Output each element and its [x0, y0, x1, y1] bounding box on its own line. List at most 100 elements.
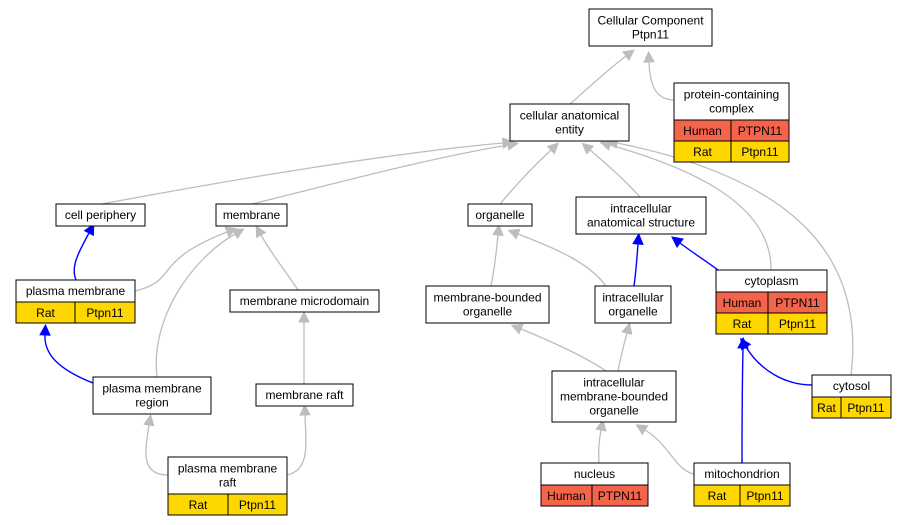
arrowhead-organelle-to-cae	[546, 142, 560, 155]
node-label-line: protein-containing	[684, 88, 779, 102]
node-label-line: mitochondrion	[704, 467, 779, 481]
node-label-line: Cellular Component	[597, 14, 704, 28]
go-term-membrane-raft[interactable]: membrane raft	[255, 383, 354, 407]
node-label-line: anatomical structure	[587, 216, 695, 230]
gene-label: Ptpn11	[746, 489, 783, 503]
gene-label: Ptpn11	[239, 498, 276, 512]
go-term-organelle[interactable]: organelle	[467, 203, 533, 227]
edge-imbo-to-io	[617, 332, 628, 372]
node-label-line: membrane raft	[265, 388, 344, 402]
edge-pmraft-to-pmr	[145, 424, 169, 476]
species-label: Rat	[708, 489, 727, 503]
gene-label: Ptpn11	[779, 317, 816, 331]
edge-mitochondrion-to-cytoplasm	[741, 347, 744, 464]
node-label-line: membrane-bounded	[560, 390, 668, 404]
arrowhead-membrane_raft-to-membrane_microdomain	[298, 310, 310, 323]
arrowhead-ias-to-cae	[581, 142, 595, 155]
node-box	[215, 203, 288, 227]
node-box	[55, 203, 146, 227]
node-label-line: organelle	[608, 305, 658, 319]
species-label: Human	[723, 296, 762, 310]
edge-cytosol-to-cytoplasm	[745, 346, 813, 386]
node-label-line: plasma membrane	[178, 462, 278, 476]
arrowhead-mitochondrion-to-imbo	[635, 424, 649, 436]
edge-pmr-to-membrane	[155, 233, 236, 378]
go-term-cell-periphery[interactable]: cell periphery	[55, 203, 146, 227]
arrowhead-cytoplasm-to-ias	[671, 236, 684, 248]
gene-label: Ptpn11	[86, 306, 123, 320]
arrowhead-membrane-to-cae	[506, 139, 520, 151]
node-label-line: membrane microdomain	[240, 294, 369, 308]
arrowhead-io-to-ias	[632, 232, 644, 245]
edge-cytosol-to-cae	[616, 142, 854, 376]
arrowhead-membrane_microdomain-to-membrane	[255, 225, 267, 239]
node-label-line: intracellular	[583, 376, 644, 390]
arrowhead-imbo-to-mbo	[510, 323, 524, 335]
node-box	[588, 8, 713, 47]
arrowhead-cae-to-root	[622, 49, 635, 61]
species-label: Rat	[817, 401, 836, 415]
edge-pmraft-to-membrane_raft	[286, 414, 307, 476]
edge-protein_complex-to-root	[648, 61, 676, 101]
edge-imbo-to-mbo	[520, 328, 607, 372]
gene-label: Ptpn11	[741, 145, 778, 159]
node-label-line: organelle	[463, 305, 513, 319]
node-box	[509, 103, 630, 142]
edge-cytoplasm-to-cae	[609, 144, 772, 271]
arrowhead-imbo-to-io	[621, 322, 633, 335]
node-label-line: organelle	[475, 208, 525, 222]
node-box	[92, 376, 212, 415]
node-box	[255, 383, 354, 407]
node-label-line: cell periphery	[65, 208, 136, 222]
node-label-line: membrane-bounded	[433, 291, 541, 305]
gene-cell	[591, 484, 649, 507]
node-box	[229, 289, 380, 313]
species-label: Human	[683, 124, 722, 138]
node-box	[167, 456, 288, 495]
node-label-line: intracellular	[610, 202, 671, 216]
node-label-line: complex	[709, 102, 754, 116]
node-box	[673, 82, 790, 121]
arrowhead-protein_complex-to-root	[643, 50, 655, 63]
node-label-line: intracellular	[602, 291, 663, 305]
arrowhead-mbo-to-organelle	[492, 223, 504, 237]
edge-io-to-organelle	[517, 233, 607, 287]
species-label: Rat	[693, 145, 712, 159]
edge-pmr-to-plasma_membrane	[44, 334, 94, 384]
edge-cell_periphery-to-cae	[101, 142, 504, 205]
edge-organelle-to-cae	[499, 149, 552, 205]
node-label-line: cytosol	[833, 379, 870, 393]
node-label-line: entity	[555, 123, 584, 137]
arrowhead-pmr-to-membrane	[231, 228, 245, 240]
species-label: Rat	[189, 498, 208, 512]
go-term-membrane[interactable]: membrane	[215, 203, 288, 227]
go-term-membrane-microdomain[interactable]: membrane microdomain	[229, 289, 380, 313]
edge-mitochondrion-to-imbo	[644, 429, 695, 475]
arrowhead-pmraft-to-pmr	[143, 413, 155, 427]
node-label-line: cytoplasm	[744, 274, 798, 288]
species-label: Rat	[733, 317, 752, 331]
gene-label: PTPN11	[598, 489, 643, 503]
edge-nucleus-to-imbo	[597, 429, 602, 464]
gene-label: PTPN11	[775, 296, 820, 310]
node-label-line: raft	[219, 476, 237, 490]
arrowhead-io-to-organelle	[507, 228, 521, 240]
arrowhead-pmr-to-plasma_membrane	[39, 323, 51, 336]
gene-label: PTPN11	[738, 124, 783, 138]
edge-io-to-ias	[633, 243, 639, 287]
